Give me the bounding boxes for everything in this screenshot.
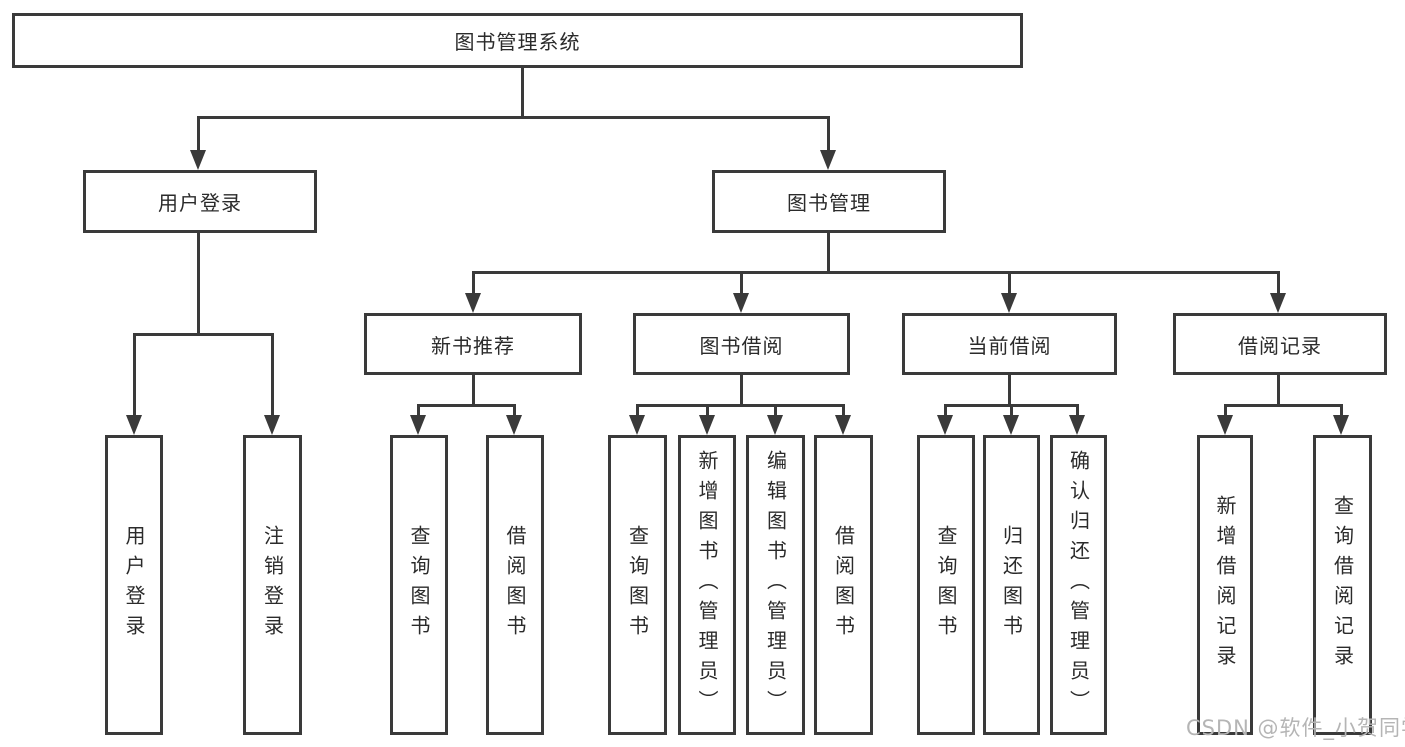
node-user-login: 用户登录 (83, 170, 317, 233)
leaf-confirm-return-admin-label: 确认归还（管理员） (1066, 450, 1091, 720)
arrow-down-icon (835, 415, 851, 435)
connector-l3-stem (472, 271, 475, 296)
leaf-query-book-1: 查询图书 (390, 435, 448, 735)
connector-borrowrecord-split (1224, 404, 1342, 407)
node-book-borrow: 图书借阅 (633, 313, 850, 375)
arrow-down-icon (126, 415, 142, 435)
connector-root-stem (521, 68, 524, 119)
arrow-down-icon (1217, 415, 1233, 435)
node-root: 图书管理系统 (12, 13, 1023, 68)
connector-leaf-stem (706, 404, 709, 419)
leaf-logout: 注销登录 (243, 435, 302, 735)
connector-leaf-stem (1076, 404, 1079, 419)
arrow-down-icon (465, 293, 481, 313)
connector-user-login-split (133, 333, 273, 336)
leaf-add-borrow-record: 新增借阅记录 (1197, 435, 1253, 735)
leaf-user-login: 用户登录 (105, 435, 163, 735)
leaf-logout-label: 注销登录 (260, 525, 285, 645)
node-borrow-record: 借阅记录 (1173, 313, 1387, 375)
node-current-borrow-label: 当前借阅 (967, 333, 1052, 358)
connector-l3-stem (1277, 271, 1280, 296)
arrow-down-icon (264, 415, 280, 435)
arrow-down-icon (733, 293, 749, 313)
connector-leaf-stem (636, 404, 639, 419)
connector-bookborrow-split (636, 404, 844, 407)
node-book-management: 图书管理 (712, 170, 946, 233)
arrow-down-icon (190, 150, 206, 170)
arrow-down-icon (937, 415, 953, 435)
leaf-query-book-1-label: 查询图书 (407, 525, 431, 645)
leaf-query-book-3-label: 查询图书 (934, 525, 958, 645)
leaf-borrow-book-1-label: 借阅图书 (503, 525, 527, 645)
arrow-down-icon (1069, 415, 1085, 435)
leaf-borrow-book-1: 借阅图书 (486, 435, 544, 735)
arrow-down-icon (1003, 415, 1019, 435)
connector-currentborrow-down (1008, 375, 1011, 407)
node-book-management-label: 图书管理 (787, 191, 871, 215)
leaf-return-book: 归还图书 (983, 435, 1040, 735)
connector-leaf-stem (513, 404, 516, 419)
node-borrow-record-label: 借阅记录 (1238, 333, 1322, 358)
node-user-login-label: 用户登录 (158, 191, 242, 215)
leaf-add-book-admin-label: 新增图书（管理员） (695, 450, 719, 720)
connector-user-login-stem (197, 116, 200, 152)
leaf-confirm-return-admin: 确认归还（管理员） (1050, 435, 1107, 735)
connector-user-login-down (197, 233, 200, 336)
connector-leaf-stem (1010, 404, 1013, 419)
node-new-book-recommend: 新书推荐 (364, 313, 582, 375)
leaf-return-book-label: 归还图书 (999, 525, 1024, 645)
connector-leaf-stem (271, 333, 274, 417)
arrow-down-icon (1333, 415, 1349, 435)
connector-book-mgmt-down (827, 233, 830, 274)
connector-newrec-down (472, 375, 475, 407)
leaf-edit-book-admin-label: 编辑图书（管理员） (763, 450, 788, 720)
connector-book-mgmt-stem (827, 116, 830, 152)
csdn-watermark: CSDN @软件_小贺同学 (1186, 716, 1405, 740)
leaf-query-book-2-label: 查询图书 (625, 525, 650, 645)
leaf-edit-book-admin: 编辑图书（管理员） (746, 435, 805, 735)
leaf-add-book-admin: 新增图书（管理员） (678, 435, 736, 735)
connector-l3-stem (1008, 271, 1011, 296)
connector-leaf-stem (417, 404, 420, 419)
connector-leaf-stem (944, 404, 947, 419)
node-new-book-recommend-label: 新书推荐 (431, 333, 515, 358)
arrow-down-icon (699, 415, 715, 435)
arrow-down-icon (767, 415, 783, 435)
arrow-down-icon (506, 415, 522, 435)
connector-leaf-stem (1224, 404, 1227, 419)
leaf-borrow-book-2-label: 借阅图书 (831, 525, 856, 645)
leaf-borrow-book-2: 借阅图书 (814, 435, 873, 735)
leaf-query-book-3: 查询图书 (917, 435, 975, 735)
connector-root-split (197, 116, 830, 119)
arrow-down-icon (629, 415, 645, 435)
leaf-query-book-2: 查询图书 (608, 435, 667, 735)
arrow-down-icon (1001, 293, 1017, 313)
arrow-down-icon (410, 415, 426, 435)
connector-newrec-split (417, 404, 516, 407)
node-book-borrow-label: 图书借阅 (699, 333, 784, 358)
connector-l3-stem (740, 271, 743, 296)
node-root-label: 图书管理系统 (454, 30, 581, 54)
leaf-user-login-label: 用户登录 (122, 525, 146, 645)
connector-leaf-stem (842, 404, 845, 419)
connector-book-mgmt-split (472, 271, 1280, 274)
leaf-query-borrow-record-label: 查询借阅记录 (1330, 495, 1355, 675)
connector-bookborrow-down (740, 375, 743, 407)
leaf-query-borrow-record: 查询借阅记录 (1313, 435, 1372, 735)
connector-leaf-stem (1340, 404, 1343, 419)
arrow-down-icon (1270, 293, 1286, 313)
node-current-borrow: 当前借阅 (902, 313, 1117, 375)
arrow-down-icon (820, 150, 836, 170)
connector-leaf-stem (774, 404, 777, 419)
leaf-add-borrow-record-label: 新增借阅记录 (1213, 495, 1237, 675)
connector-borrowrecord-down (1277, 375, 1280, 407)
connector-leaf-stem (133, 333, 136, 417)
